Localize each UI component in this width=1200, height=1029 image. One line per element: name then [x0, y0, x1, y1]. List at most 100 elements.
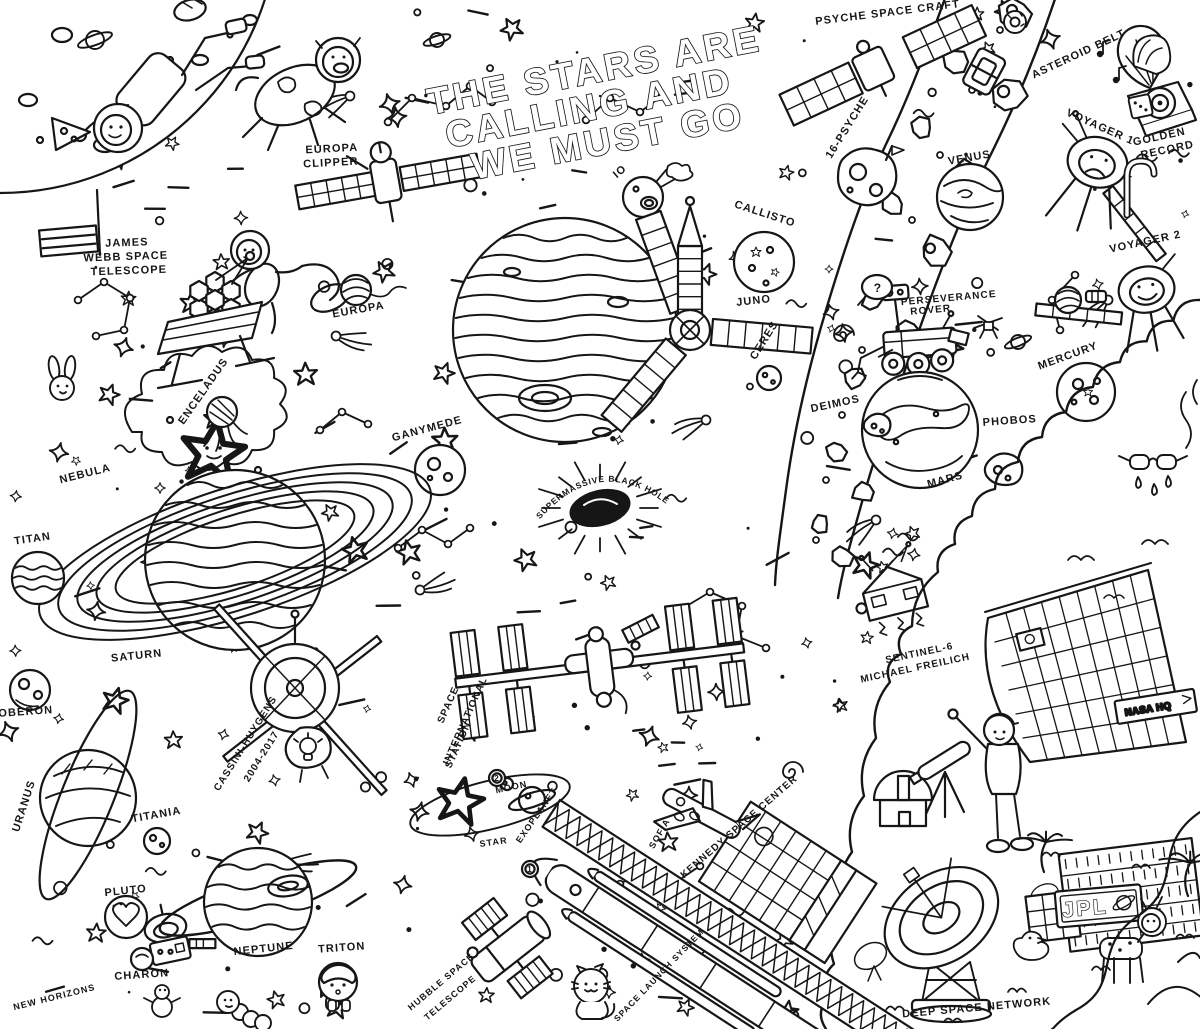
poster-title: THE STARS ARE CALLING AND WE MUST GO — [423, 17, 766, 188]
canadarm — [613, 689, 628, 715]
iss-craft — [449, 596, 751, 741]
doodle-path — [1135, 153, 1158, 163]
black-hole — [538, 461, 662, 555]
doodle-circle — [525, 892, 540, 907]
label-saturn: SATURN — [110, 647, 163, 664]
doodle-circle — [411, 571, 421, 580]
music-note — [1112, 65, 1127, 84]
doodle-path — [897, 532, 919, 542]
label-asteroid-belt: ASTEROID BELT — [1030, 27, 1128, 81]
doodle-line — [652, 257, 679, 268]
ceres-moon — [755, 364, 783, 392]
psyche-craft — [778, 3, 988, 127]
doodle-line — [719, 599, 727, 645]
venus-planet — [935, 162, 1005, 232]
doodle-circle — [657, 91, 667, 101]
doodle-path — [147, 541, 323, 549]
great-red-spot — [517, 383, 573, 413]
doodle-line — [1170, 906, 1173, 917]
doodle-line — [1145, 889, 1149, 900]
doodle-circle — [695, 861, 705, 871]
comet-icon — [671, 414, 712, 441]
label-webb-space: WEBB SPACE — [83, 250, 168, 265]
ingenuity-helicopter — [973, 315, 1003, 339]
doodle-path — [114, 444, 137, 454]
doodle-use — [318, 500, 342, 524]
constellation — [581, 91, 667, 125]
doodle-path — [454, 333, 676, 343]
doodle-circle — [555, 60, 559, 64]
label-europa: EUROPA — [305, 142, 358, 157]
doodle-path — [1045, 833, 1063, 843]
doodle-rect — [671, 665, 703, 714]
telescope — [908, 740, 971, 786]
doodle-path — [205, 288, 225, 312]
space-duck — [1012, 930, 1050, 961]
doodle-rect — [457, 691, 489, 741]
cat-helmet — [573, 968, 609, 1004]
doodle-line — [581, 886, 600, 914]
doodle-line — [1172, 924, 1175, 935]
doodle-use — [694, 742, 705, 753]
doodle-line — [825, 464, 851, 471]
doodle-line — [538, 518, 564, 528]
cheese-wedge — [50, 116, 92, 152]
doodle-line — [793, 325, 797, 353]
doodle-line — [614, 534, 627, 555]
doodle-line — [1178, 885, 1182, 896]
doodle-line — [505, 625, 513, 671]
enceladus-moon — [203, 395, 248, 452]
doodle-path — [1131, 863, 1151, 869]
doodle-line — [1064, 858, 1067, 870]
doodle-circle — [406, 927, 412, 933]
doodle-path — [1091, 965, 1111, 971]
doodle-line — [95, 329, 125, 337]
doodle-path — [922, 233, 953, 267]
doodle-line — [1145, 239, 1156, 249]
constellation — [393, 523, 475, 553]
doodle-path — [189, 279, 209, 303]
doodle-line — [467, 9, 489, 16]
doodle-line — [1001, 626, 1162, 667]
label-io: IO — [611, 163, 629, 181]
doodle-circle — [407, 93, 417, 103]
doodle-circle — [761, 643, 771, 653]
doodle-circle — [443, 507, 449, 512]
doodle-line — [672, 604, 680, 651]
doodle-path — [144, 866, 167, 876]
sunglasses-cloud — [1118, 379, 1198, 496]
doodle-line — [1154, 868, 1157, 879]
doodle-circle — [584, 725, 590, 731]
doodle-use — [85, 921, 108, 943]
doodle-line — [874, 237, 894, 242]
doodle-circle — [125, 293, 135, 303]
label-charon: CHARON — [114, 967, 170, 983]
worm-helmet — [216, 990, 240, 1014]
doodle-path — [164, 501, 306, 509]
doodle-circle — [870, 514, 882, 526]
nasa-hq-sign: NASA HQ — [1113, 687, 1198, 725]
doodle-use — [635, 722, 664, 751]
doodle-circle — [330, 330, 342, 342]
doodle-use — [267, 772, 282, 788]
doodle-use — [0, 717, 23, 746]
doodle-use — [163, 729, 184, 750]
doodle-line — [1008, 655, 1168, 691]
doodle-line — [727, 598, 735, 644]
doodle-line — [573, 534, 586, 555]
doodle-line — [1167, 886, 1171, 897]
doodle-circle — [119, 325, 129, 335]
doodle-path — [31, 936, 54, 946]
doodle-path — [1169, 852, 1192, 864]
doodle-path — [338, 332, 373, 352]
doodle-use — [69, 454, 83, 467]
doodle-circle — [605, 93, 615, 103]
candy-cane — [1123, 157, 1158, 219]
doodle-circle — [924, 242, 937, 255]
doodle-line — [609, 97, 641, 113]
doodle-path — [1027, 832, 1047, 843]
doodle-use — [656, 740, 670, 754]
doodle-line — [641, 225, 667, 237]
doodle-line — [558, 476, 573, 488]
doodle-circle — [521, 178, 525, 181]
